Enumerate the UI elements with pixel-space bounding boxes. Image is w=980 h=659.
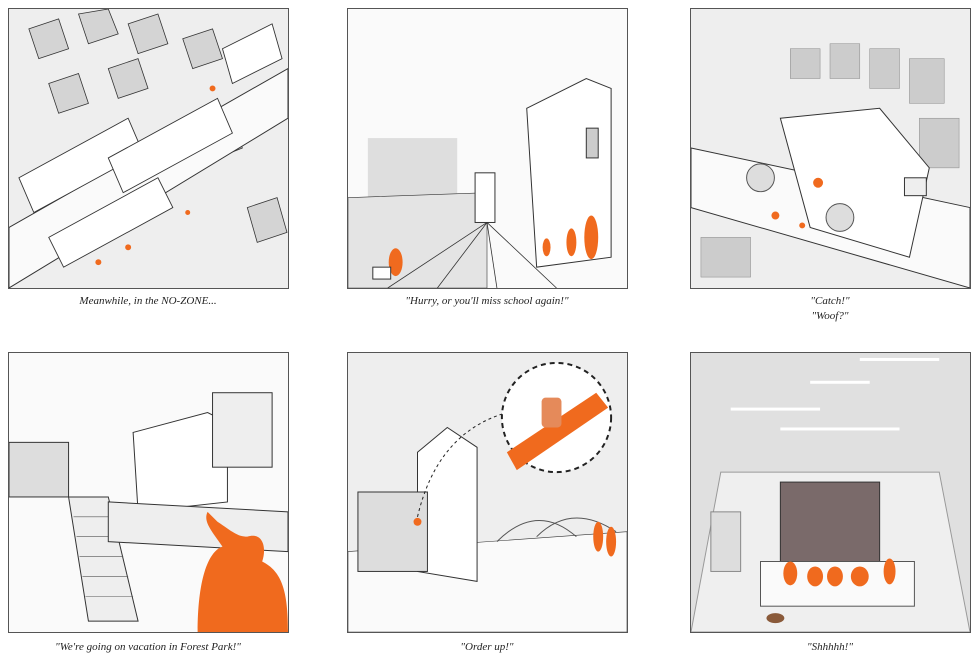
comic-panel-order-up	[347, 352, 628, 633]
caption-line-woof: "Woof?"	[811, 310, 849, 322]
caption-panel-1: Meanwhile, in the NO-ZONE...	[79, 295, 217, 307]
aerial-rooftop-illustration	[691, 9, 970, 288]
caption-panel-3: "Catch!" "Woof?"	[680, 294, 980, 324]
comic-panel-catch	[690, 8, 971, 289]
food-stand-illustration	[348, 353, 627, 632]
comic-panel-aerial-nozone	[8, 8, 289, 289]
caption-panel-2: "Hurry, or you'll miss school again!"	[405, 295, 569, 307]
caption-panel-4: "We're going on vacation in Forest Park!…	[55, 641, 241, 653]
comic-panel-street-school	[347, 8, 628, 289]
living-room-illustration	[691, 353, 970, 632]
caption-panel-5: "Order up!"	[460, 641, 514, 653]
street-perspective-illustration	[348, 9, 627, 288]
comic-panel-forest-park	[8, 352, 289, 633]
caption-panel-6: "Shhhhh!"	[807, 641, 853, 653]
caption-line-catch: "Catch!"	[810, 295, 850, 307]
comic-panel-shhhhh	[690, 352, 971, 633]
stairs-building-illustration	[9, 353, 288, 632]
aerial-street-illustration	[9, 9, 288, 288]
